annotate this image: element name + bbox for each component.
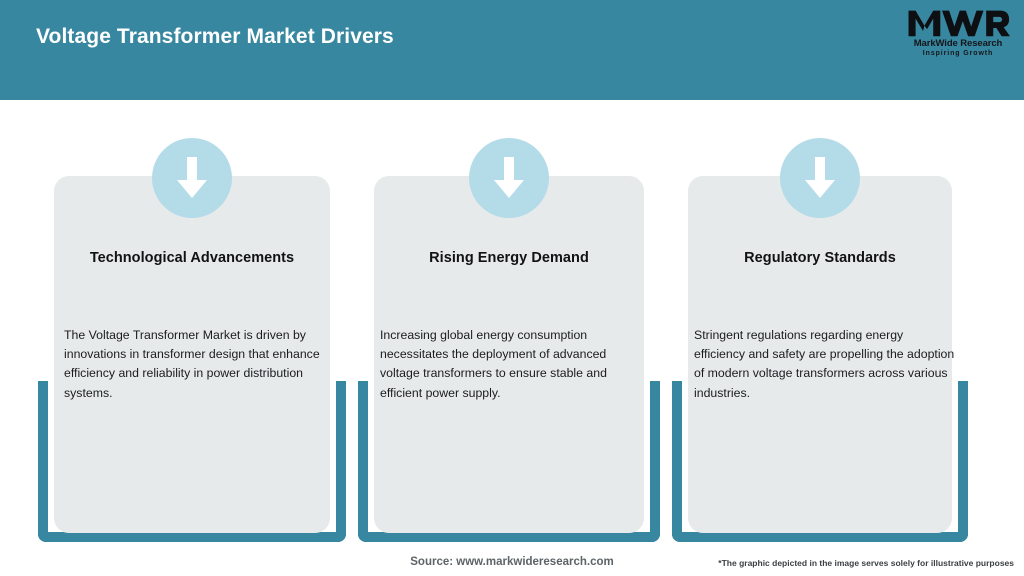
source-label: Source: www.markwideresearch.com — [410, 556, 614, 568]
card-description: Increasing global energy consumption nec… — [380, 328, 607, 400]
page-header: Voltage Transformer Market Drivers MarkW… — [0, 0, 1024, 100]
down-arrow-glyph — [177, 157, 207, 198]
card-description: Stringent regulations regarding energy e… — [694, 328, 955, 400]
card-title: Technological Advancements — [89, 250, 295, 266]
card-title: Regulatory Standards — [744, 250, 896, 266]
down-arrow-icon — [780, 138, 860, 218]
mwr-monogram-icon — [908, 10, 1011, 37]
page-title: Voltage Transformer Market Drivers — [36, 25, 394, 48]
card-title: Rising Energy Demand — [429, 250, 589, 266]
card-panel — [374, 176, 644, 533]
logo-tagline: Inspiring Growth — [922, 50, 994, 57]
driver-card-2: Rising Energy Demand Increasing global e… — [358, 100, 660, 542]
card-bracket — [38, 381, 346, 542]
down-arrow-icon — [152, 138, 232, 218]
card-panel — [54, 176, 330, 533]
down-arrow-glyph — [805, 157, 835, 198]
logo-company-name: MarkWide Research — [913, 38, 1003, 49]
card-bracket — [672, 381, 968, 542]
down-arrow-icon — [469, 138, 549, 218]
driver-card-1: Technological Advancements The Voltage T… — [38, 100, 346, 542]
card-panel — [688, 176, 952, 533]
drivers-card-row: Technological Advancements The Voltage T… — [0, 100, 1024, 542]
card-description: The Voltage Transformer Market is driven… — [64, 328, 320, 400]
driver-card-3: Regulatory Standards Stringent regulatio… — [672, 100, 968, 542]
disclaimer-label: *The graphic depicted in the image serve… — [718, 558, 1014, 568]
card-bracket — [358, 381, 660, 542]
brand-logo: MarkWide Research Inspiring Growth — [904, 8, 1012, 64]
down-arrow-glyph — [494, 157, 524, 198]
